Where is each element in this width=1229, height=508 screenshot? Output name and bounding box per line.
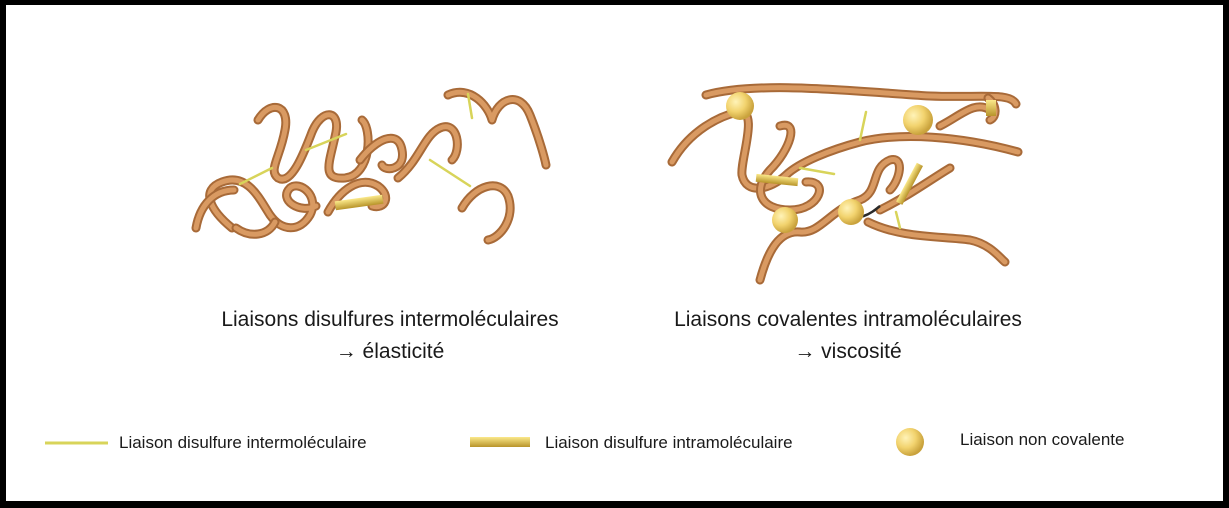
left-caption-line1: Liaisons disulfures intermoléculaires xyxy=(170,304,610,336)
legend-sphere xyxy=(896,428,924,456)
right-inter-bond-1 xyxy=(860,112,866,140)
legend-noncov-label: Liaison non covalente xyxy=(960,430,1124,450)
right-caption: Liaisons covalentes intramoléculaires → … xyxy=(628,304,1068,368)
left-inter-bond-1 xyxy=(240,168,272,184)
legend-intra-bar xyxy=(470,437,530,447)
right-intra-bond-3 xyxy=(986,100,996,116)
left-caption: Liaisons disulfures intermoléculaires → … xyxy=(170,304,610,368)
legend-inter-label: Liaison disulfure intermoléculaire xyxy=(119,433,367,453)
left-caption-line2: → élasticité xyxy=(170,336,610,368)
right-sphere-4 xyxy=(838,199,864,225)
right-sphere-3 xyxy=(772,207,798,233)
right-inter-bond-2 xyxy=(800,168,834,174)
legend-intra-label: Liaison disulfure intramoléculaire xyxy=(545,433,793,453)
right-sphere-2 xyxy=(903,105,933,135)
right-network xyxy=(672,88,1018,280)
left-network xyxy=(196,92,546,240)
right-caption-line1: Liaisons covalentes intramoléculaires xyxy=(628,304,1068,336)
right-caption-line2: → viscosité xyxy=(628,336,1068,368)
right-inter-bond-3 xyxy=(896,212,900,228)
right-sphere-1 xyxy=(726,92,754,120)
right-chain-2 xyxy=(672,112,1018,188)
